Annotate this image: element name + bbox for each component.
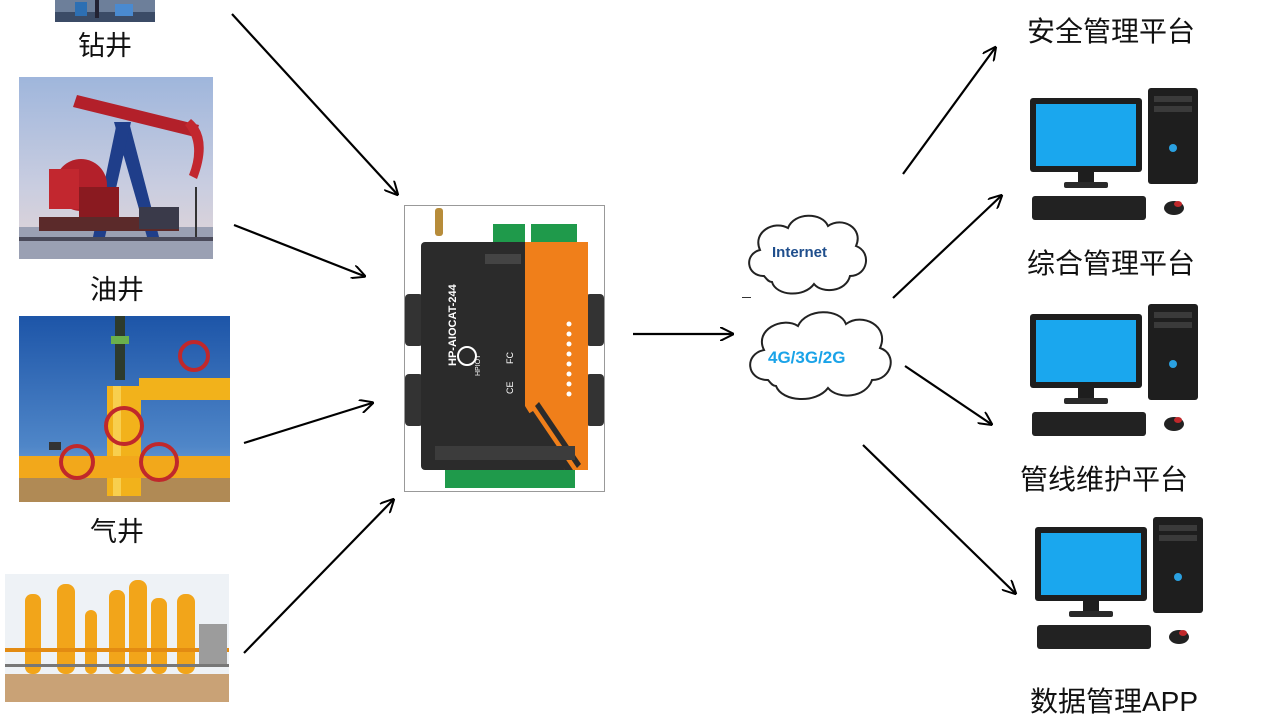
cellular-label: 4G/3G/2G xyxy=(768,348,846,367)
computer-icon-1 xyxy=(1030,86,1202,226)
arrow-to-pipeline xyxy=(904,365,991,424)
iot-gateway-device: HP-AIOCAT-244 HPIOT CE FC xyxy=(404,205,605,492)
arrow-drilling-to-device xyxy=(231,13,397,194)
arrow-to-integrated xyxy=(892,196,1001,299)
platform-label-data-app: 数据管理APP xyxy=(1030,686,1199,717)
source-label-gas-well: 气井 xyxy=(90,517,144,548)
computer-icon-3 xyxy=(1035,515,1207,655)
arrow-to-safety xyxy=(902,48,995,175)
platform-label-safety: 安全管理平台 xyxy=(1027,15,1196,48)
arrow-to-data-app xyxy=(862,444,1015,593)
cellular-cloud: 4G/3G/2G xyxy=(742,304,898,406)
source-label-oil-well: 油井 xyxy=(90,275,144,306)
antenna-icon xyxy=(435,208,443,236)
gas-wellhead-photo xyxy=(19,316,230,502)
arrow-oil-to-device xyxy=(233,223,364,276)
arrow-gas-to-device xyxy=(243,403,372,445)
drilling-rig-photo xyxy=(55,0,155,22)
internet-label: Internet xyxy=(772,244,828,261)
platform-label-integrated: 综合管理平台 xyxy=(1027,247,1196,280)
oil-pumpjack-photo xyxy=(19,77,213,259)
cloud-link-dash xyxy=(742,297,751,298)
internet-cloud: Internet xyxy=(742,206,874,302)
separator-tanks-photo xyxy=(5,574,229,702)
source-label-drilling: 钻井 xyxy=(78,31,132,62)
platform-label-pipeline: 管线维护平台 xyxy=(1020,463,1189,496)
arrow-tanks-to-device xyxy=(243,500,393,654)
computer-icon-2 xyxy=(1030,302,1202,442)
